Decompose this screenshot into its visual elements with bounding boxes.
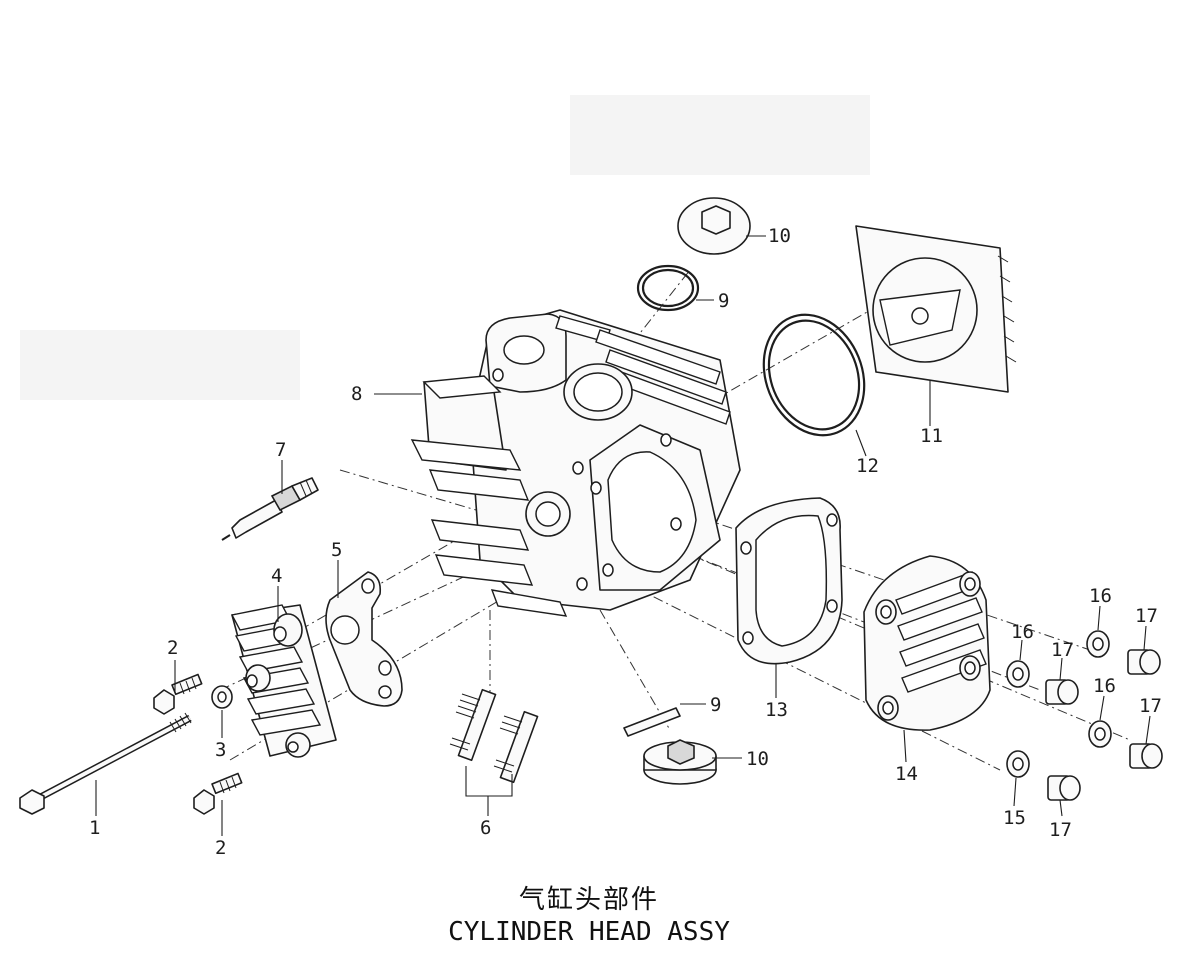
callout-3: 3 <box>215 739 226 761</box>
callout-13: 13 <box>765 699 788 721</box>
washer-15 <box>1006 750 1030 778</box>
spark-plug <box>221 477 319 541</box>
cylinder-head-block <box>469 309 741 611</box>
long-bolt <box>19 712 192 815</box>
studs <box>449 688 539 784</box>
valve-cap-o-ring <box>636 264 700 312</box>
callout-14: 14 <box>895 763 918 785</box>
cap-nut-d <box>1047 775 1081 801</box>
diagram-canvas: 1 2 2 3 4 5 6 7 8 9 9 10 10 11 12 13 14 … <box>19 95 1163 859</box>
callout-labels: 1 2 2 3 4 5 6 7 8 9 9 10 10 11 12 13 14 … <box>89 225 1162 859</box>
title-english: CYLINDER HEAD ASSY <box>448 917 730 947</box>
scan-shadow <box>570 95 870 175</box>
diagram-caption: 气缸头部件 CYLINDER HEAD ASSY <box>0 884 1178 948</box>
cover-gasket <box>735 497 843 665</box>
callout-5: 5 <box>331 539 342 561</box>
callout-16: 16 <box>1093 675 1116 697</box>
title-chinese: 气缸头部件 <box>518 885 659 915</box>
callout-10: 10 <box>768 225 791 247</box>
cap-nut-b <box>1045 679 1079 705</box>
callout-17: 17 <box>1135 605 1158 627</box>
scan-shadow <box>20 330 300 400</box>
callout-2: 2 <box>167 637 178 659</box>
callout-6: 6 <box>480 817 491 839</box>
side-finned-cover <box>230 604 337 758</box>
washer-16-lower <box>1088 720 1112 748</box>
callout-12: 12 <box>856 455 879 477</box>
head-left-fins <box>410 375 568 617</box>
washer-16-upper <box>1086 630 1110 658</box>
callout-17: 17 <box>1139 695 1162 717</box>
short-bolt-lower <box>193 772 243 815</box>
valve-side-cover <box>863 555 991 731</box>
short-bolt-upper <box>153 673 203 715</box>
valve-cap-top <box>677 197 751 255</box>
callout-4: 4 <box>271 565 282 587</box>
valve-cap-bottom <box>643 739 717 785</box>
dowel-pin <box>623 707 681 737</box>
cap-nut-a <box>1127 649 1161 675</box>
callout-7: 7 <box>275 439 286 461</box>
washer <box>211 685 233 709</box>
side-gasket <box>325 571 403 707</box>
callout-9: 9 <box>718 290 729 312</box>
cap-nut-c <box>1129 743 1163 769</box>
leader-lines <box>95 235 1151 836</box>
callout-2: 2 <box>215 837 226 859</box>
callout-9: 9 <box>710 694 721 716</box>
round-side-cover <box>855 225 1017 393</box>
callout-1: 1 <box>89 817 100 839</box>
callout-11: 11 <box>920 425 943 447</box>
callout-17: 17 <box>1049 819 1072 841</box>
callout-16: 16 <box>1089 585 1112 607</box>
callout-16: 16 <box>1011 621 1034 643</box>
large-o-ring <box>762 313 866 437</box>
callout-8: 8 <box>351 383 362 405</box>
callout-15: 15 <box>1003 807 1026 829</box>
callout-10: 10 <box>746 748 769 770</box>
callout-17: 17 <box>1051 639 1074 661</box>
washer-16-middle <box>1006 660 1030 688</box>
